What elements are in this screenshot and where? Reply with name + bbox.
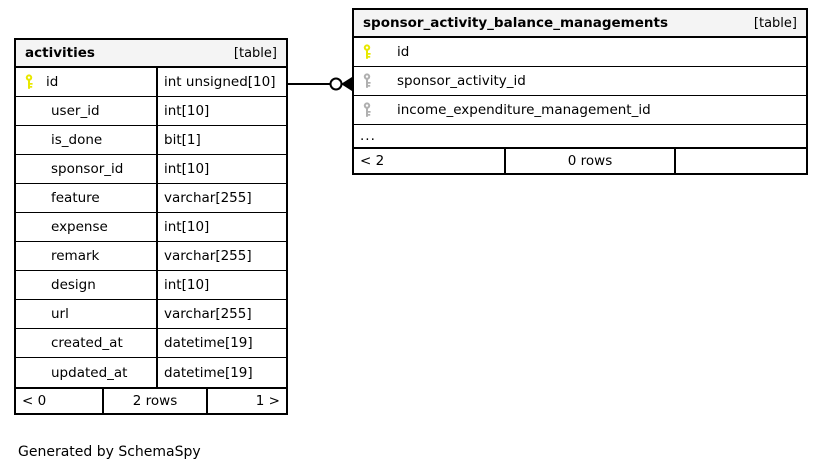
row-count-label: 0 rows [506,149,676,173]
column-name: created_at [51,335,123,351]
entity-header-sponsor-activity-balance-managements: sponsor_activity_balance_managements [ta… [354,10,806,38]
column-name: sponsor_activity_id [397,73,526,89]
column-name: design [51,277,96,293]
column-row[interactable]: expense int[10] [16,213,286,242]
more-columns-indicator: ... [360,128,376,144]
column-row[interactable]: remark varchar[255] [16,242,286,271]
entity-footer: < 2 0 rows [354,147,806,173]
column-name-cell: id [354,38,806,66]
column-name-cell: url [16,300,156,328]
column-row[interactable]: sponsor_activity_id [354,67,806,96]
entity-table-activities[interactable]: activities [table] id int unsigned[10] [14,38,288,415]
column-type: int[10] [156,155,286,183]
column-name: remark [51,248,100,264]
column-row[interactable]: url varchar[255] [16,300,286,329]
column-row[interactable]: feature varchar[255] [16,184,286,213]
column-list: id int unsigned[10] user_id int[10] is_d… [16,68,286,387]
column-name-cell: design [16,271,156,299]
column-name: expense [51,219,108,235]
column-type: varchar[255] [156,300,286,328]
column-name: id [46,74,59,90]
column-list: id sponsor_activity_id [354,38,806,147]
column-name: is_done [51,132,103,148]
column-type: varchar[255] [156,184,286,212]
generated-by-caption: Generated by SchemaSpy [18,444,201,460]
column-name: id [397,44,410,60]
column-row[interactable]: is_done bit[1] [16,126,286,155]
entity-header-activities: activities [table] [16,40,286,68]
column-row[interactable]: sponsor_id int[10] [16,155,286,184]
entity-title: activities [25,45,95,61]
column-type: int[10] [156,213,286,241]
column-name-cell: income_expenditure_management_id [354,96,806,124]
primary-key-icon [362,44,384,60]
column-name: feature [51,190,100,206]
column-type: int[10] [156,271,286,299]
column-type: bit[1] [156,126,286,154]
column-name: url [51,306,69,322]
column-name-cell: created_at [16,329,156,357]
entity-type-tag: [table] [753,15,797,31]
prev-degree-link[interactable]: < 0 [16,389,104,413]
column-row[interactable]: income_expenditure_management_id [354,96,806,125]
entity-type-tag: [table] [233,45,277,61]
column-name-cell: remark [16,242,156,270]
column-row[interactable]: design int[10] [16,271,286,300]
column-type: int unsigned[10] [156,68,286,96]
column-name-cell: expense [16,213,156,241]
column-name-cell: user_id [16,97,156,125]
column-name: updated_at [51,364,128,381]
column-name: income_expenditure_management_id [397,102,651,118]
prev-degree-link[interactable]: < 2 [354,149,506,173]
column-name-cell: updated_at [16,358,156,387]
foreign-key-icon [362,73,384,89]
column-type: varchar[255] [156,242,286,270]
relationship-connector[interactable] [286,72,356,96]
column-row[interactable]: id [354,38,806,67]
row-count-label: 2 rows [104,389,208,413]
column-row[interactable]: updated_at datetime[19] [16,358,286,387]
column-name-cell: sponsor_activity_id [354,67,806,95]
column-row[interactable]: created_at datetime[19] [16,329,286,358]
column-type: datetime[19] [156,358,286,387]
entity-table-sponsor-activity-balance-managements[interactable]: sponsor_activity_balance_managements [ta… [352,8,808,175]
entity-footer: < 0 2 rows 1 > [16,387,286,413]
column-name-cell: sponsor_id [16,155,156,183]
column-type: int[10] [156,97,286,125]
column-name-cell: id [16,68,156,96]
column-row[interactable]: id int unsigned[10] [16,68,286,97]
column-name: user_id [51,103,100,119]
entity-title: sponsor_activity_balance_managements [363,15,668,31]
column-name-cell: is_done [16,126,156,154]
column-name: sponsor_id [51,161,124,177]
next-degree-link[interactable]: 1 > [255,393,280,409]
column-type: datetime[19] [156,329,286,357]
next-degree-link[interactable] [676,149,806,173]
column-row[interactable]: user_id int[10] [16,97,286,126]
column-name-cell: feature [16,184,156,212]
foreign-key-icon [362,102,384,118]
primary-key-icon [24,74,46,90]
